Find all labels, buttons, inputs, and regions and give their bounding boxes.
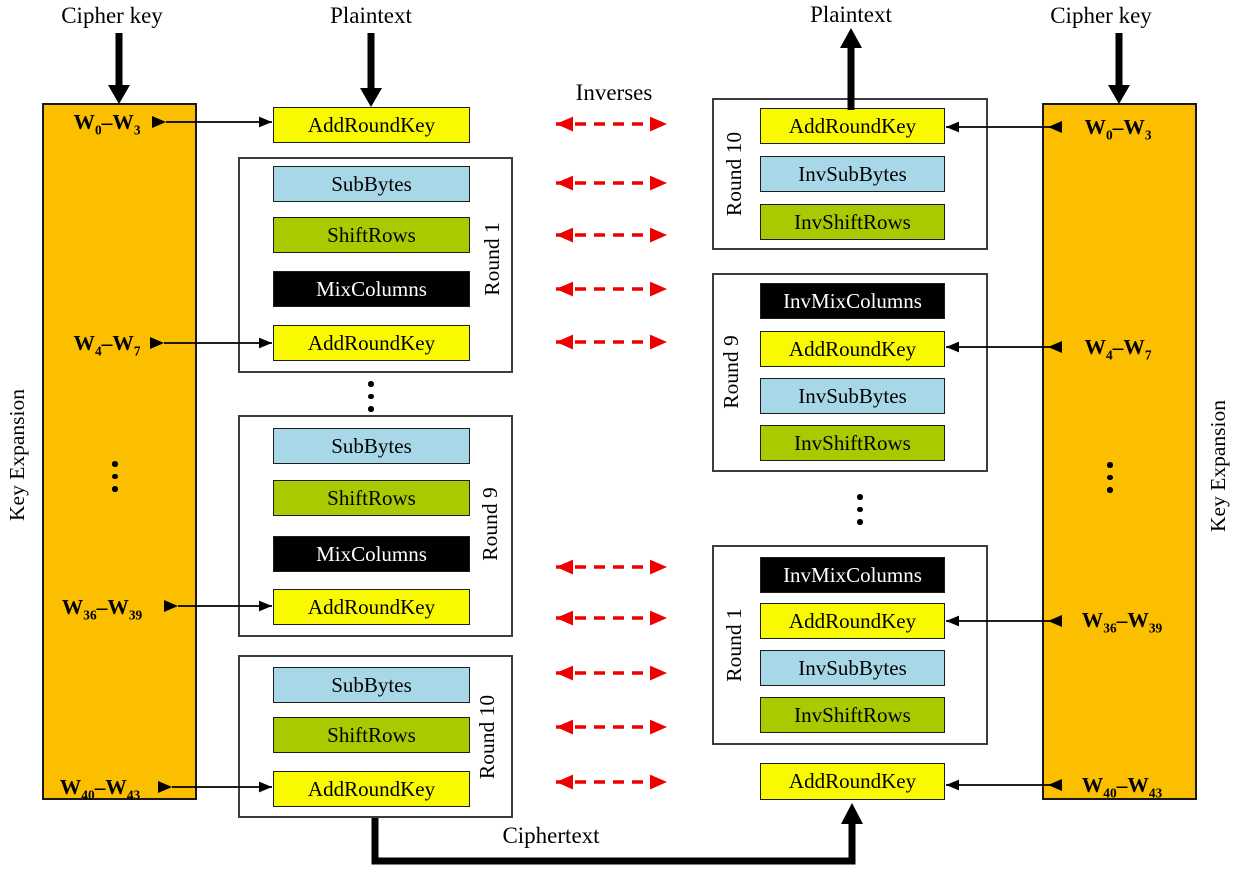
w-range-w36-w39-right: W36–W39: [1060, 605, 1184, 635]
dec-round1-addroundkey-box: AddRoundKey: [760, 603, 945, 639]
vertical-ellipsis-icon: [1107, 462, 1113, 493]
w-text: –W: [1112, 335, 1145, 359]
w-text: –W: [94, 775, 127, 799]
w-range-w40-w43-left: W40–W43: [38, 772, 162, 802]
w-range-w4-w7-left: W4–W7: [57, 328, 157, 358]
dec-round1-invshiftrows-box: InvShiftRows: [760, 697, 945, 733]
dec-round9-invmixcolumns-box: InvMixColumns: [760, 283, 945, 319]
key-expansion-label-right: Key Expansion: [1205, 400, 1230, 532]
w-text: –W: [1116, 773, 1149, 797]
enc-round10-addroundkey-box: AddRoundKey: [273, 771, 470, 807]
enc-round1-frame: [238, 157, 513, 373]
w-text: W: [73, 110, 95, 134]
w-text: W: [1081, 608, 1104, 632]
w-text: –W: [1116, 608, 1149, 632]
w-sub: 3: [133, 122, 141, 138]
vertical-ellipsis-icon: [857, 494, 863, 525]
w-text: –W: [96, 595, 129, 619]
w-sub: 43: [126, 787, 141, 803]
w-sub: 4: [94, 343, 102, 359]
dec-final-addroundkey-box: AddRoundKey: [760, 763, 945, 800]
plaintext-label-left: Plaintext: [330, 3, 412, 28]
cipher-key-label-left: Cipher key: [61, 3, 163, 28]
key-expansion-label-left: Key Expansion: [4, 389, 29, 521]
dec-round1-invsubbytes-box: InvSubBytes: [760, 650, 945, 686]
w-sub: 0: [1105, 127, 1113, 143]
w-sub: 36: [83, 607, 97, 623]
ciphertext-label: Ciphertext: [502, 823, 600, 848]
w-sub: 40: [1103, 785, 1117, 801]
w-text: W: [61, 595, 84, 619]
dec-round10-addroundkey-box: AddRoundKey: [760, 108, 945, 144]
vertical-ellipsis-icon: [112, 461, 118, 492]
enc-round9-subbytes-box: SubBytes: [273, 428, 470, 464]
enc-round1-label: Round 1: [479, 222, 504, 296]
enc-initial-addroundkey-box: AddRoundKey: [273, 107, 470, 143]
enc-round10-frame: [238, 655, 513, 818]
cipher-key-arrow-left: [108, 33, 130, 104]
enc-round1-subbytes-box: SubBytes: [273, 166, 470, 202]
w-range-w4-w7-right: W4–W7: [1066, 332, 1170, 362]
plaintext-arrow-left: [360, 33, 382, 107]
w-sub: 3: [1144, 127, 1152, 143]
w-sub: 39: [128, 607, 143, 623]
w-sub: 4: [1105, 347, 1113, 363]
dec-round1-frame: [712, 545, 988, 745]
inverses-label: Inverses: [575, 80, 653, 105]
dec-round9-addroundkey-box: AddRoundKey: [760, 331, 945, 367]
enc-round9-shiftrows-box: ShiftRows: [273, 480, 470, 516]
dec-round10-label: Round 10: [721, 131, 746, 217]
enc-round1-shiftrows-box: ShiftRows: [273, 217, 470, 253]
dec-round10-invsubbytes-box: InvSubBytes: [760, 156, 945, 192]
w-range-w36-w39-left: W36–W39: [40, 592, 164, 622]
w-sub: 7: [1144, 347, 1152, 363]
w-sub: 36: [1103, 620, 1117, 636]
w-range-w0-w3-right: W0–W3: [1066, 112, 1170, 142]
w-sub: 43: [1148, 785, 1163, 801]
enc-round1-addroundkey-box: AddRoundKey: [273, 325, 470, 361]
w-text: W: [1084, 335, 1106, 359]
w-text: W: [1084, 115, 1106, 139]
w-sub: 7: [133, 343, 141, 359]
enc-round9-frame: [238, 415, 513, 637]
dec-round10-invshiftrows-box: InvShiftRows: [760, 204, 945, 240]
dec-round9-frame: [712, 273, 988, 472]
cipher-key-arrow-right: [1108, 33, 1130, 104]
key-expansion-bar-left: [42, 103, 197, 800]
w-text: W: [59, 775, 82, 799]
key-expansion-bar-right: [1042, 103, 1197, 800]
enc-round10-label: Round 10: [474, 694, 499, 780]
w-text: –W: [1112, 115, 1145, 139]
enc-round10-shiftrows-box: ShiftRows: [273, 717, 470, 753]
w-text: –W: [101, 331, 134, 355]
w-sub: 40: [81, 787, 95, 803]
w-text: W: [1081, 773, 1104, 797]
enc-round10-subbytes-box: SubBytes: [273, 667, 470, 703]
w-text: –W: [101, 110, 134, 134]
w-range-w40-w43-right: W40–W43: [1060, 770, 1184, 800]
enc-round9-mixcolumns-box: MixColumns: [273, 536, 470, 572]
plaintext-label-right: Plaintext: [810, 2, 892, 27]
dec-round9-invsubbytes-box: InvSubBytes: [760, 378, 945, 414]
dec-round9-label: Round 9: [718, 335, 743, 409]
dec-round1-invmixcolumns-box: InvMixColumns: [760, 557, 945, 593]
dec-round1-label: Round 1: [721, 608, 746, 682]
enc-round9-addroundkey-box: AddRoundKey: [273, 589, 470, 625]
dec-round9-invshiftrows-box: InvShiftRows: [760, 425, 945, 461]
w-text: W: [73, 331, 95, 355]
enc-round1-mixcolumns-box: MixColumns: [273, 271, 470, 307]
enc-round9-label: Round 9: [477, 487, 502, 561]
w-range-w0-w3-left: W0–W3: [57, 107, 157, 137]
w-sub: 0: [94, 122, 102, 138]
vertical-ellipsis-icon: [368, 381, 374, 412]
w-sub: 39: [1148, 620, 1163, 636]
cipher-key-label-right: Cipher key: [1050, 3, 1152, 28]
